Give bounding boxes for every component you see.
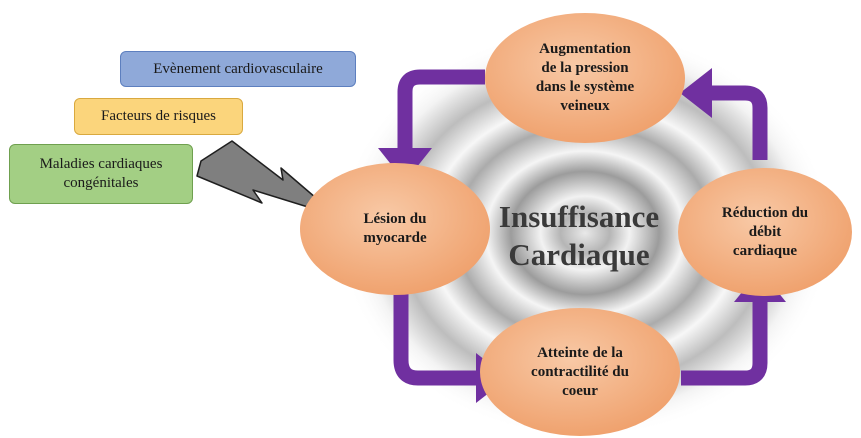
cause-cardiovascular-event: Evènement cardiovasculaire <box>120 51 356 87</box>
cause-risk-factors: Facteurs de risques <box>74 98 243 135</box>
arrow-bottom-to-right <box>681 300 768 386</box>
ring-background <box>338 28 832 438</box>
arrowhead-top-node <box>680 68 712 118</box>
node-bottom-label: Atteinte de la contractilité du coeur <box>531 344 629 399</box>
node-left-shape <box>300 163 490 295</box>
node-bottom-shape <box>480 308 680 436</box>
arrow-right-to-top <box>712 85 768 160</box>
center-title: Insuffisance Cardiaque <box>498 199 660 272</box>
node-top-shape <box>485 13 685 143</box>
arrow-left-to-bottom <box>393 293 478 386</box>
arrow-top-to-left <box>397 69 485 150</box>
node-right-shape <box>678 168 852 296</box>
node-top-label: Augmentation de la pression dans le syst… <box>535 41 635 114</box>
node-left-label: Lésion du myocarde <box>363 211 427 246</box>
cause-congenital-disease: Maladies cardiaques congénitales <box>9 144 193 204</box>
node-right-label: Réduction du débit cardiaque <box>721 204 809 259</box>
